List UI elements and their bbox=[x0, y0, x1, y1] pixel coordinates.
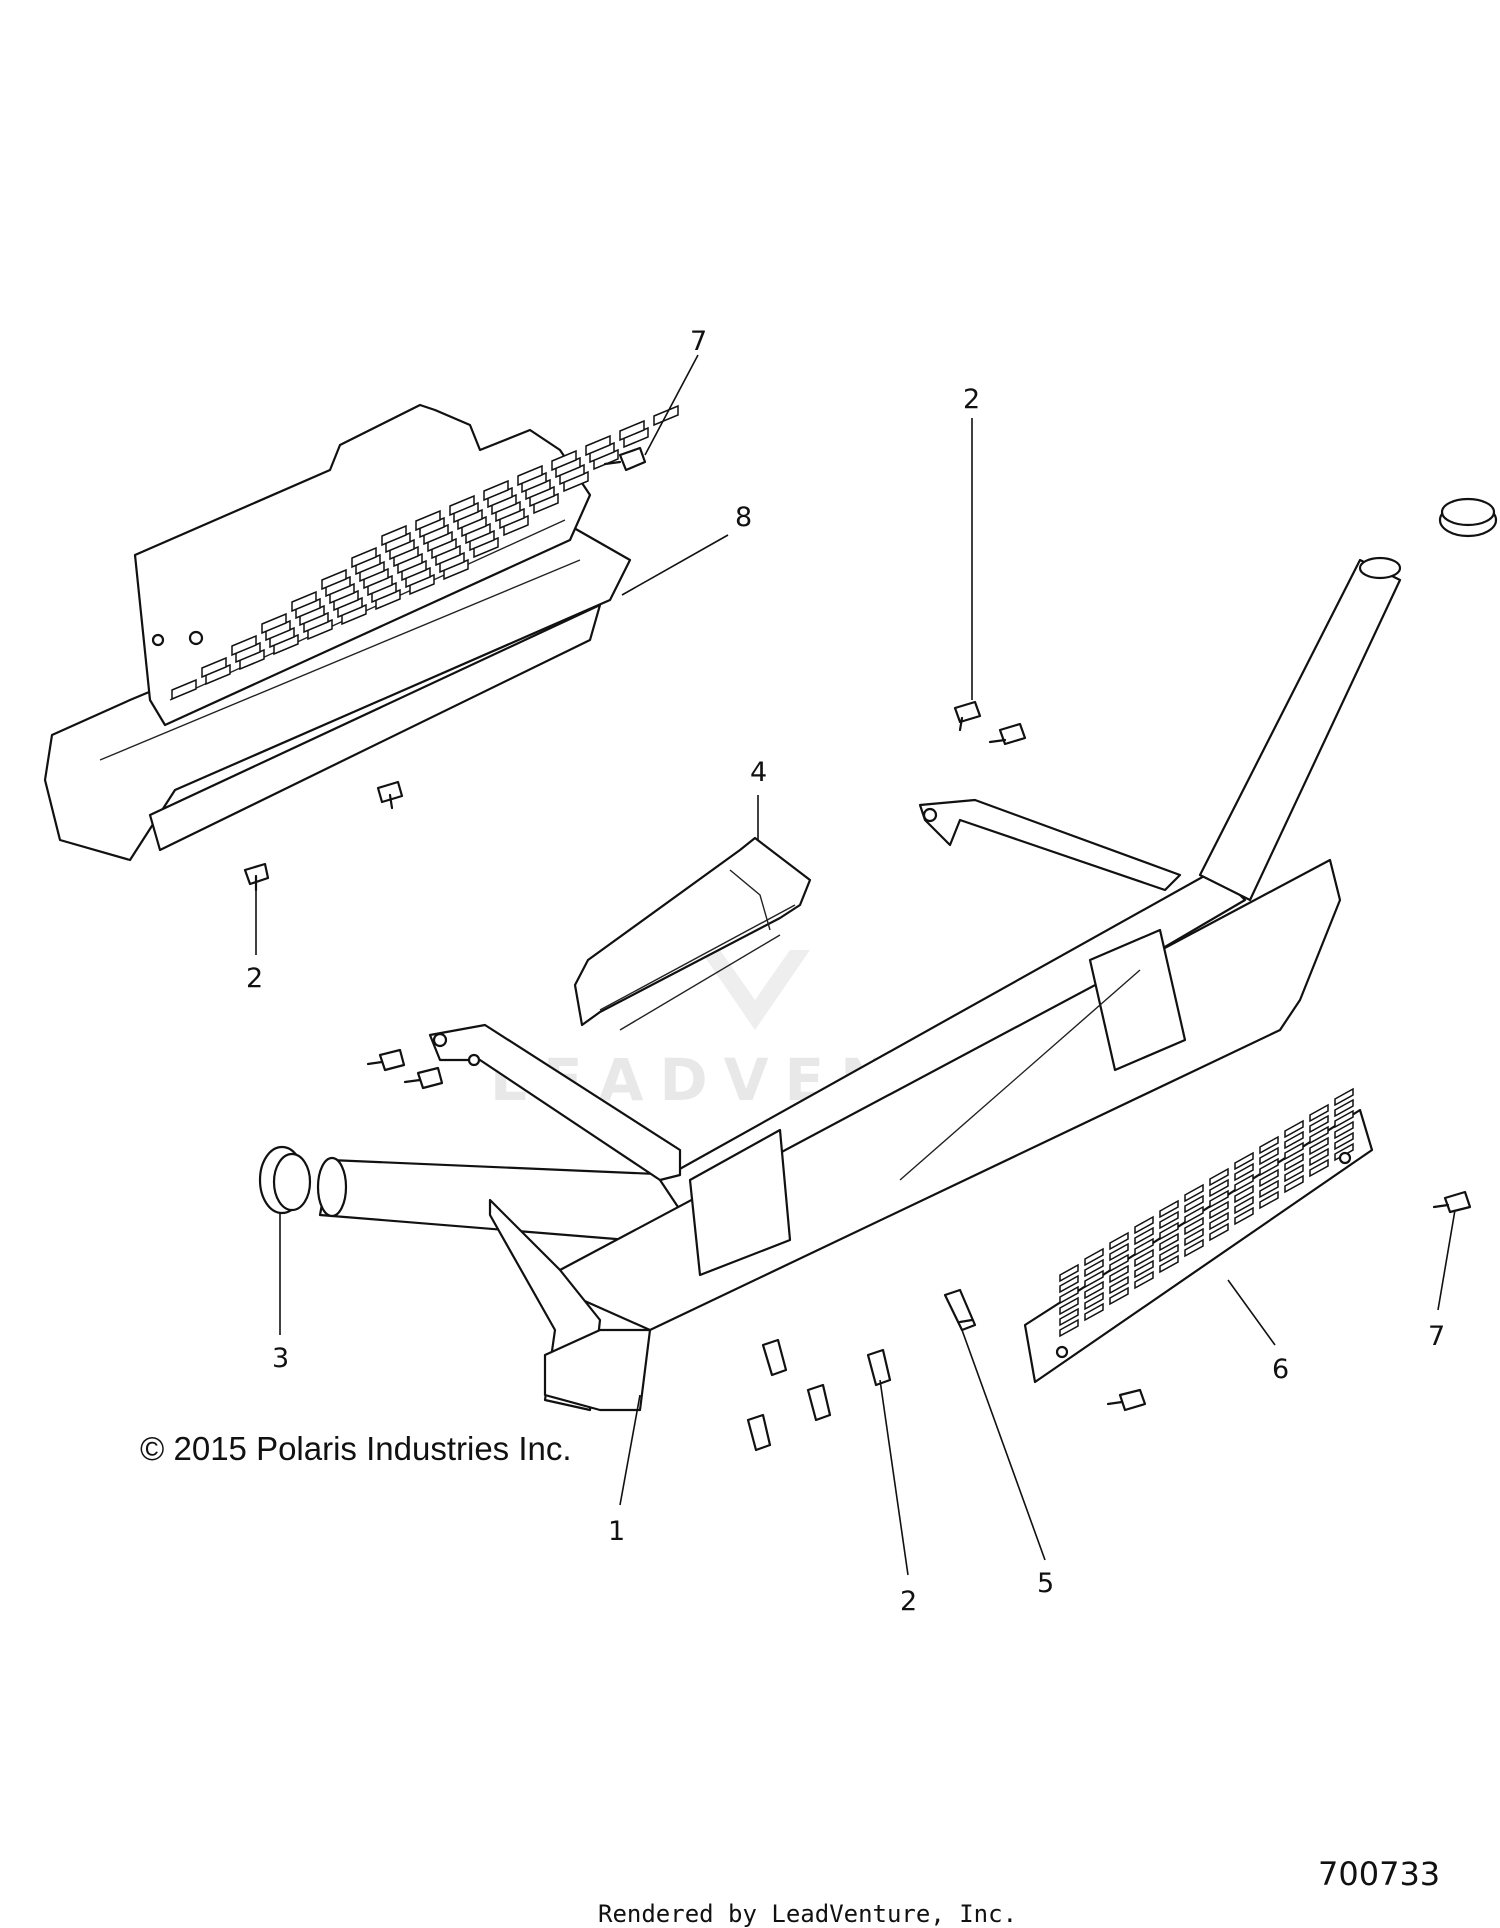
bolt-icon-part-5 bbox=[943, 1288, 977, 1332]
bolt-icon bbox=[1432, 1190, 1472, 1214]
callout-5: 5 bbox=[1037, 1568, 1054, 1599]
end-cap-upper-right bbox=[1438, 497, 1498, 538]
bolt-icon bbox=[761, 1338, 788, 1377]
grille-slots-lower bbox=[1059, 1087, 1354, 1338]
bumper-frame-part-1 bbox=[316, 556, 1402, 1412]
bolt-icon bbox=[603, 446, 647, 472]
diagram-number: 700733 bbox=[1318, 1855, 1440, 1893]
rendered-by-credit: Rendered by LeadVenture, Inc. bbox=[598, 1900, 1017, 1928]
copyright-notice: © 2015 Polaris Industries Inc. bbox=[140, 1430, 572, 1467]
callout-4: 4 bbox=[750, 757, 767, 788]
leader-lines bbox=[255, 354, 1456, 1576]
grille-panel-part-8 bbox=[43, 403, 679, 862]
callout-2-left: 2 bbox=[246, 963, 263, 994]
bolt-icon bbox=[806, 1383, 832, 1422]
callout-labels: 7 8 2 2 4 3 1 2 5 6 7 bbox=[246, 326, 1445, 1617]
grille-plate-part-6 bbox=[1023, 1087, 1374, 1384]
callout-2-upper-right: 2 bbox=[963, 384, 980, 415]
bolt-icon bbox=[366, 1048, 406, 1072]
callout-7-right: 7 bbox=[1428, 1321, 1445, 1352]
grille-slots-upper bbox=[171, 404, 679, 701]
bolt-icon bbox=[403, 1066, 444, 1090]
bolt-icon bbox=[243, 862, 270, 892]
bracket-part-4 bbox=[573, 836, 812, 1031]
callout-3: 3 bbox=[272, 1343, 289, 1374]
bolt-icon bbox=[866, 1348, 892, 1387]
bolt-icon bbox=[376, 780, 404, 810]
end-cap-part-3 bbox=[258, 1145, 312, 1215]
callout-1: 1 bbox=[608, 1516, 625, 1547]
bolt-icon bbox=[746, 1413, 772, 1452]
bolt-icon bbox=[988, 722, 1027, 746]
callout-2-bottom: 2 bbox=[900, 1586, 917, 1617]
callout-6: 6 bbox=[1272, 1354, 1289, 1385]
bolt-icon bbox=[1106, 1388, 1147, 1412]
callout-8: 8 bbox=[735, 502, 752, 533]
callout-7: 7 bbox=[690, 326, 707, 357]
bolt-icon bbox=[953, 700, 982, 732]
